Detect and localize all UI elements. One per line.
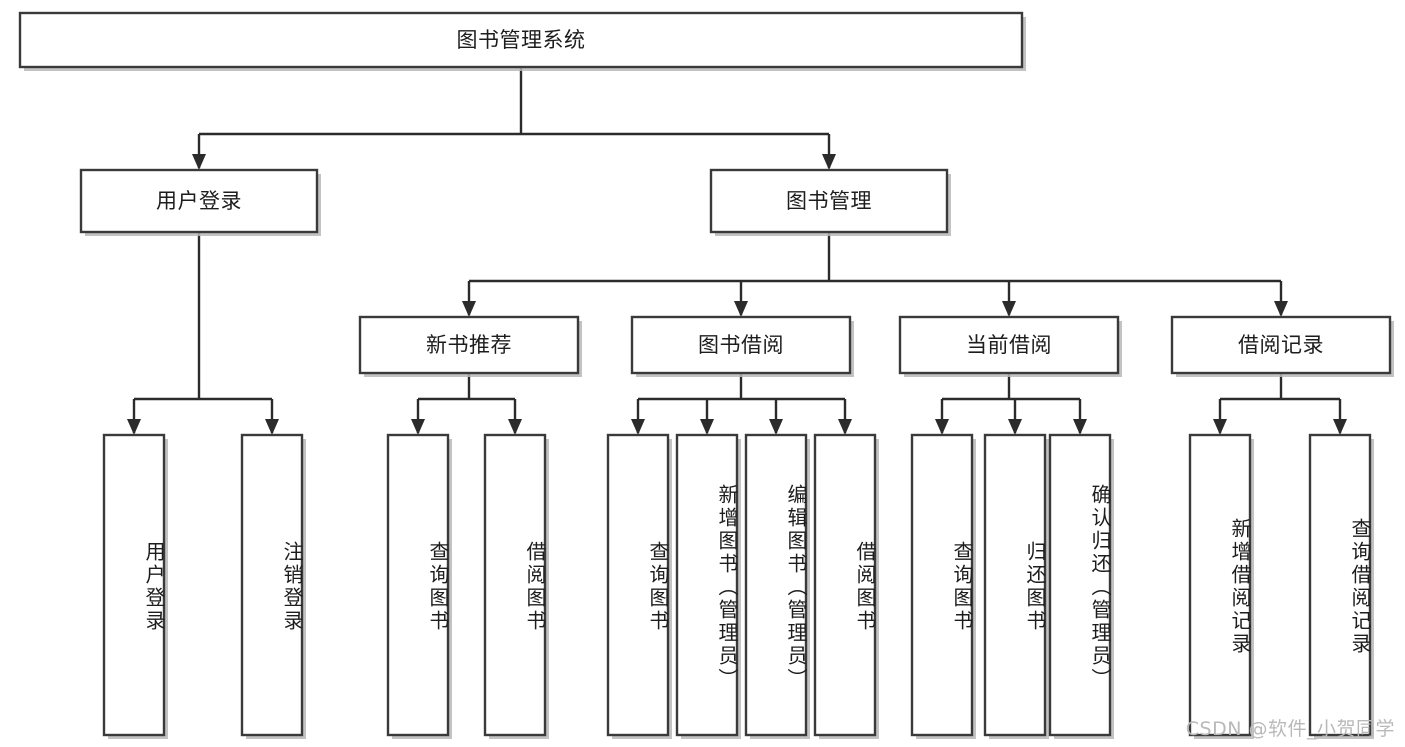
node-box-leaf-edit-book[interactable]	[744, 433, 808, 737]
node-box-book-manage[interactable]	[709, 168, 949, 234]
arrow-head-user-login	[192, 154, 206, 170]
node-box-leaf-query-book-1[interactable]	[386, 433, 450, 737]
node-box-leaf-borrow-book-1[interactable]	[483, 433, 547, 737]
node-box-leaf-query-book-3[interactable]	[910, 433, 974, 737]
arrow-head-leaf-query-record	[1333, 419, 1347, 435]
arrow-head-leaf-confirm-return	[1073, 419, 1087, 435]
node-box-leaf-query-record[interactable]	[1308, 433, 1372, 737]
arrow-head-leaf-query-book-2	[631, 419, 645, 435]
node-box-root[interactable]	[18, 11, 1024, 69]
node-box-leaf-borrow-book-2[interactable]	[813, 433, 877, 737]
node-box-leaf-logout[interactable]	[240, 433, 304, 737]
arrow-head-new-book-recommend	[462, 301, 476, 317]
arrow-head-leaf-borrow-book-2	[838, 419, 852, 435]
edge-layer	[127, 67, 1347, 435]
arrow-head-leaf-borrow-book-1	[508, 419, 522, 435]
arrow-head-leaf-user-login	[127, 419, 141, 435]
node-box-current-borrow[interactable]	[898, 315, 1120, 375]
arrow-head-leaf-logout	[265, 419, 279, 435]
arrow-head-borrow-record	[1274, 301, 1288, 317]
node-box-leaf-query-book-2[interactable]	[606, 433, 670, 737]
node-box-leaf-return-book[interactable]	[983, 433, 1047, 737]
node-box-leaf-add-record[interactable]	[1188, 433, 1252, 737]
node-box-leaf-user-login[interactable]	[102, 433, 166, 737]
arrow-head-leaf-edit-book	[769, 419, 783, 435]
node-box-borrow-record[interactable]	[1170, 315, 1392, 375]
node-box-new-book-recommend[interactable]	[358, 315, 580, 375]
arrow-head-current-borrow	[1002, 301, 1016, 317]
arrow-head-leaf-add-book	[700, 419, 714, 435]
arrow-head-leaf-query-book-1	[411, 419, 425, 435]
arrow-head-leaf-add-record	[1213, 419, 1227, 435]
arrow-head-book-manage	[822, 154, 836, 170]
arrow-head-leaf-query-book-3	[935, 419, 949, 435]
node-box-book-borrow[interactable]	[630, 315, 852, 375]
node-box-leaf-confirm-return[interactable]	[1048, 433, 1112, 737]
node-box-leaf-add-book[interactable]	[675, 433, 739, 737]
arrow-head-book-borrow	[734, 301, 748, 317]
node-box-user-login[interactable]	[79, 168, 319, 234]
arrow-head-leaf-return-book	[1008, 419, 1022, 435]
box-layer	[18, 11, 1394, 739]
